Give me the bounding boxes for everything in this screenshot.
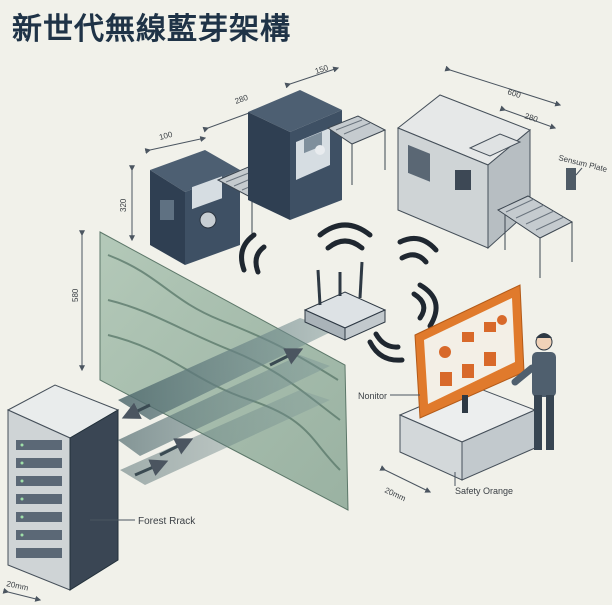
wireless-router xyxy=(303,261,387,341)
dim-label-d3: 150 xyxy=(314,63,330,76)
machine-cnc-center xyxy=(248,90,342,220)
safety-orange-label: Safety Orange xyxy=(455,486,513,496)
sensor-plate xyxy=(566,167,583,190)
flow-arrows xyxy=(121,348,304,477)
dim-label-d5: 280 xyxy=(523,111,539,124)
dim-label-d8: 20mm xyxy=(383,486,407,504)
dim-label-d2: 280 xyxy=(234,93,250,106)
dim-label-d7: 580 xyxy=(71,288,80,302)
dim-label-d4: 600 xyxy=(506,87,522,100)
machine-enclosure-right xyxy=(397,94,531,250)
conveyor-3 xyxy=(496,195,574,278)
sensor-plate-label: Sensum Plate xyxy=(558,153,609,174)
conveyor-2 xyxy=(326,115,387,185)
dim-label-d9: 20mm xyxy=(6,579,30,592)
dim-label-d1: 100 xyxy=(158,130,174,142)
monitor-label: Nonitor xyxy=(358,391,387,401)
wifi-signal-icon xyxy=(239,222,439,363)
server-rack xyxy=(6,384,120,591)
worker-figure xyxy=(511,333,556,450)
dim-label-d6: 320 xyxy=(119,198,128,212)
monitor-screen xyxy=(414,284,525,419)
machine-cnc-left xyxy=(150,150,240,265)
data-stream-beams xyxy=(118,318,335,485)
forest-rack-label: Forest Rrack xyxy=(138,516,196,527)
page-title: 新世代無線藍芽架構 xyxy=(12,12,291,47)
